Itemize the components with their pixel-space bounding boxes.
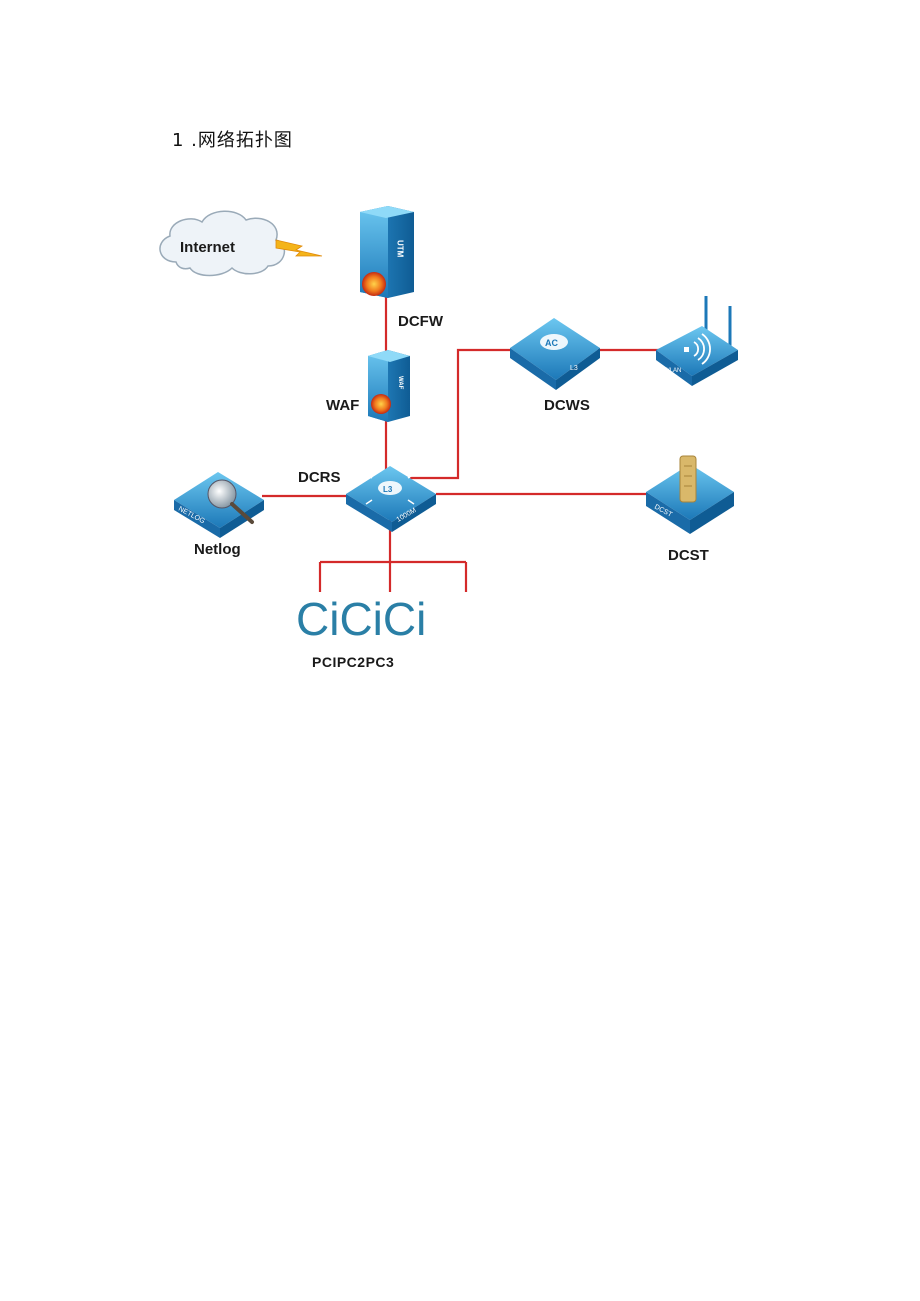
svg-text:AC: AC xyxy=(545,338,558,348)
svg-text:L3: L3 xyxy=(383,485,393,494)
dcst-device: DCST DCST xyxy=(646,455,734,564)
dcfw-device: UTM DCFW xyxy=(360,206,444,330)
waf-shield-icon xyxy=(371,394,391,414)
svg-text:L3: L3 xyxy=(570,365,578,372)
magnifier-icon xyxy=(207,479,237,509)
pc-icons-text: CiCiCi xyxy=(296,593,427,645)
lightning-icon xyxy=(275,239,323,257)
waf-device: WAF WAF xyxy=(326,350,410,422)
waf-label: WAF xyxy=(326,397,359,414)
netlog-device: NETLOG Netlog xyxy=(174,472,264,558)
network-topology-diagram: Internet UTM DCFW WAF WAF AC L3 DCWS xyxy=(159,206,738,592)
link-dcrs-dcws xyxy=(410,348,510,480)
links xyxy=(262,296,660,592)
internet-cloud: Internet xyxy=(159,210,323,277)
wlan-ap-device: WLAN xyxy=(656,296,738,386)
netlog-label: Netlog xyxy=(194,541,241,558)
dcrs-switch-device: L3 SWITCH 1000M DCRS xyxy=(298,466,436,532)
dcfw-label: DCFW xyxy=(398,313,444,330)
pc-labels-text: PCIPC2PC3 xyxy=(312,654,395,670)
switch-arrows-icon xyxy=(365,473,415,505)
wifi-icon xyxy=(693,333,711,365)
internet-label: Internet xyxy=(180,239,235,256)
dcst-tower-icon xyxy=(679,455,697,503)
page-heading: 1 .网络拓扑图 xyxy=(172,130,293,151)
svg-text:WLAN: WLAN xyxy=(664,368,681,374)
svg-text:UTM: UTM xyxy=(396,240,405,258)
dcws-device: AC L3 DCWS xyxy=(510,318,600,414)
svg-text:WAF: WAF xyxy=(397,376,403,390)
dcrs-label: DCRS xyxy=(298,469,341,486)
dcws-label: DCWS xyxy=(544,397,590,414)
dcst-label: DCST xyxy=(668,547,709,564)
firewall-flame-icon xyxy=(362,272,386,296)
